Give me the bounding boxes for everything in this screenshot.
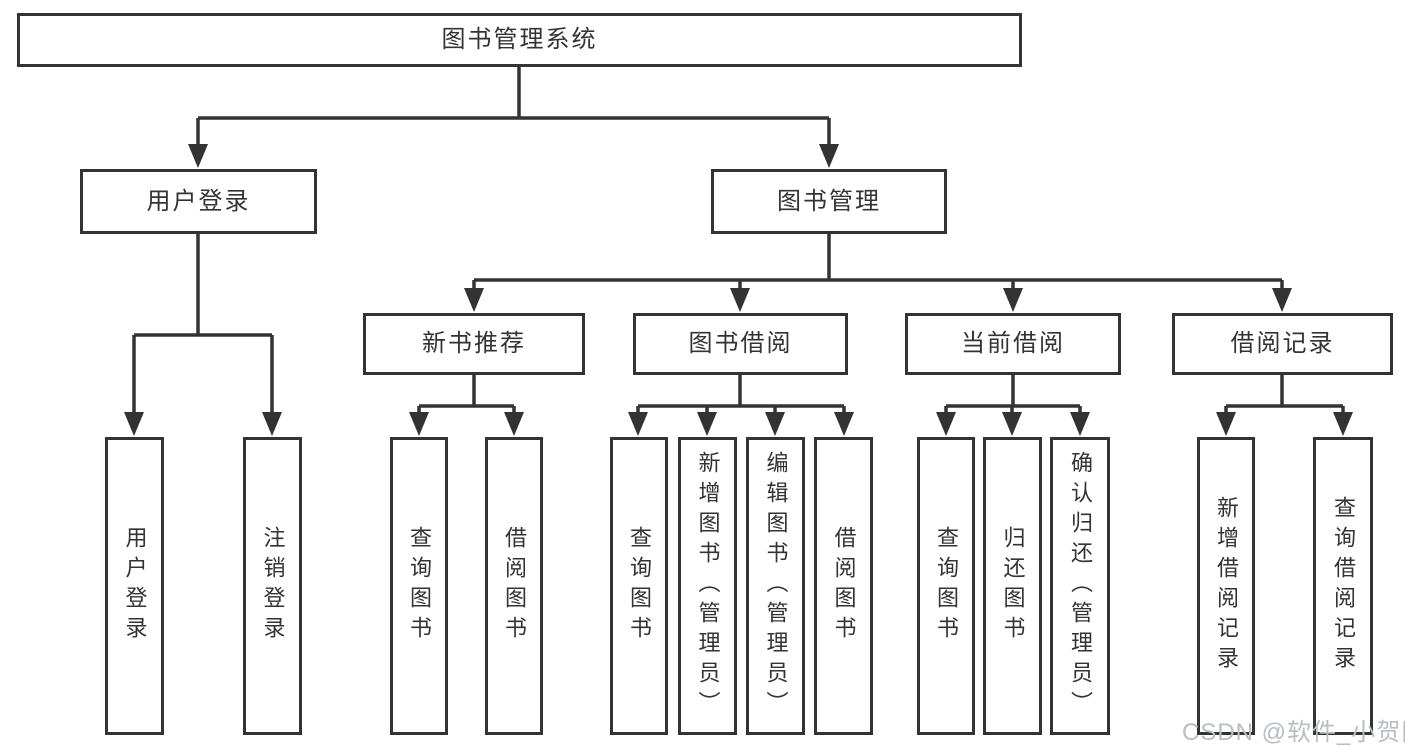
leaf-add-borrow-record: 新增借阅记录 xyxy=(1197,437,1255,735)
leaf-return-book: 归还图书 xyxy=(983,437,1042,735)
leaf-edit-book-admin: 编辑图书（管理员） xyxy=(746,437,805,735)
leaf-recommend-borrow-books: 借阅图书 xyxy=(485,437,543,735)
arrowheads xyxy=(124,144,1353,436)
leaf-recommend-query-books-label: 查询图书 xyxy=(407,526,432,646)
leaf-logout-label: 注销登录 xyxy=(260,526,286,646)
leaf-add-book-admin: 新增图书（管理员） xyxy=(678,437,737,735)
node-borrow-records: 借阅记录 xyxy=(1172,313,1393,375)
leaf-confirm-return-admin: 确认归还（管理员） xyxy=(1050,437,1110,735)
leaf-user-login: 用户登录 xyxy=(105,437,164,735)
leaf-borrow-book-label: 借阅图书 xyxy=(831,526,857,646)
node-new-book-recommend: 新书推荐 xyxy=(363,313,585,375)
leaf-add-borrow-record-label: 新增借阅记录 xyxy=(1214,496,1239,676)
leaf-borrow-query-books-label: 查询图书 xyxy=(627,526,652,646)
leaf-recommend-borrow-books-label: 借阅图书 xyxy=(502,526,527,646)
node-root-library-system: 图书管理系统 xyxy=(17,13,1022,67)
node-current-borrow: 当前借阅 xyxy=(905,313,1121,375)
leaf-current-query-books-label: 查询图书 xyxy=(934,526,959,646)
leaf-borrow-book: 借阅图书 xyxy=(814,437,873,735)
node-user-login: 用户登录 xyxy=(80,169,317,234)
leaf-user-login-label: 用户登录 xyxy=(122,526,148,646)
leaf-query-borrow-record: 查询借阅记录 xyxy=(1313,437,1373,735)
leaf-borrow-query-books: 查询图书 xyxy=(610,437,668,735)
leaf-recommend-query-books: 查询图书 xyxy=(390,437,448,735)
leaf-current-query-books: 查询图书 xyxy=(917,437,975,735)
leaf-edit-book-admin-label: 编辑图书（管理员） xyxy=(763,451,789,721)
csdn-watermark: CSDN @软件_小贺同学 xyxy=(1182,719,1405,746)
leaf-return-book-label: 归还图书 xyxy=(1000,526,1026,646)
leaf-confirm-return-admin-label: 确认归还（管理员） xyxy=(1068,451,1093,721)
leaf-query-borrow-record-label: 查询借阅记录 xyxy=(1331,496,1356,676)
node-book-management: 图书管理 xyxy=(711,169,947,234)
leaf-logout: 注销登录 xyxy=(243,437,302,735)
leaf-add-book-admin-label: 新增图书（管理员） xyxy=(695,451,721,721)
node-book-borrow: 图书借阅 xyxy=(633,313,848,375)
